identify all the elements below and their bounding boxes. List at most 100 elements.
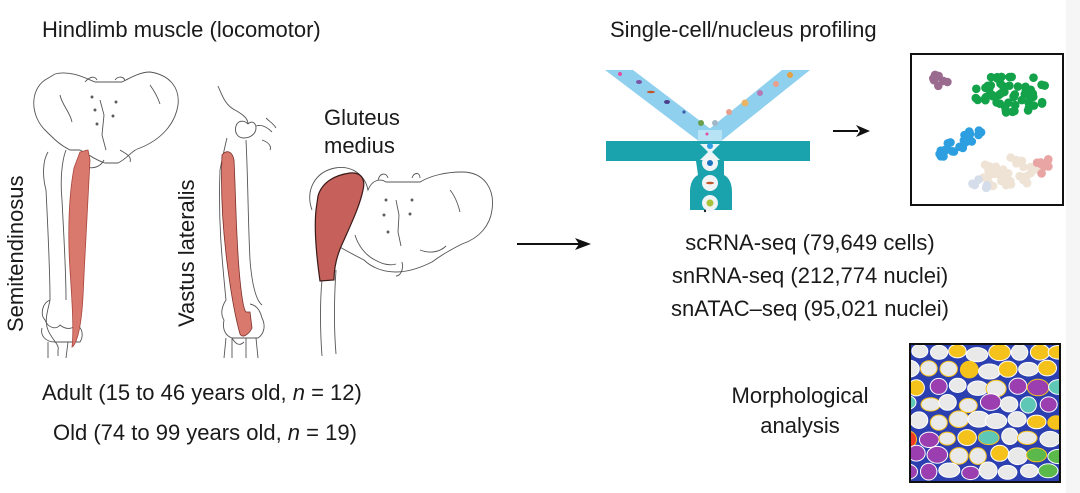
cluster-green-dot <box>1037 80 1046 90</box>
vastus-lateralis-muscle <box>221 151 253 337</box>
muscle-fiber-cell <box>957 429 977 447</box>
muscle-fiber-cell <box>1010 345 1029 361</box>
cohort-old-text: Old (74 to 99 years old, <box>53 420 288 445</box>
cluster-green-dot <box>981 92 991 102</box>
cluster-blue-dot <box>965 129 975 139</box>
assay-snatac-seq: snATAC–seq (95,021 nuclei) <box>671 296 949 321</box>
cluster-green-dot <box>1021 82 1030 92</box>
muscle-fiber-cell <box>978 363 1001 380</box>
muscle-fiber-cell <box>978 461 998 480</box>
muscle-fiber-cell <box>984 413 1008 429</box>
muscle-fiber-cell <box>938 431 956 446</box>
muscle-fiber-cell <box>997 464 1018 480</box>
cluster-green-dot <box>1026 93 1036 102</box>
cluster-purple-dot <box>931 73 940 83</box>
cluster-blue-dot <box>935 149 944 159</box>
muscle-fiber-cell <box>1007 447 1029 466</box>
muscle-fiber-cell <box>948 345 967 359</box>
label-gluteus-medius: Gluteus medius <box>324 104 400 160</box>
cluster-blue-dot <box>974 130 983 140</box>
right-inlet-channel <box>708 70 810 142</box>
muscle-fiber-cell <box>1026 378 1050 397</box>
muscle-fiber-cell <box>1047 415 1059 430</box>
cohort-adult: Adult (15 to 46 years old, n = 12) <box>42 378 362 408</box>
muscle-fiber-cell <box>939 360 958 377</box>
muscle-fiber-cell <box>1047 345 1059 360</box>
cluster-beige-dot <box>984 162 994 171</box>
cluster-pink-dot <box>1037 169 1046 178</box>
cluster-green-dot <box>1005 81 1014 90</box>
assay-list: scRNA-seq (79,649 cells) snRNA-seq (212,… <box>620 226 1000 325</box>
assay-snrna-seq: snRNA-seq (212,774 nuclei) <box>671 263 949 288</box>
cluster-beige-dot <box>1006 153 1015 162</box>
arrow-right-icon <box>517 238 591 250</box>
cluster-beige-dot <box>1019 173 1029 182</box>
muscle-fiber-cell <box>948 410 970 428</box>
muscle-fiber-cell <box>959 360 979 379</box>
cluster-blue-dot <box>946 138 955 147</box>
muscle-fiber-cell <box>949 447 969 465</box>
muscle-fiber-cell <box>911 463 918 480</box>
cluster-green-dot <box>972 84 981 94</box>
cluster-green-dot <box>1013 82 1023 91</box>
muscle-fiber-cell <box>1001 427 1019 446</box>
muscle-fiber-cell <box>938 462 961 478</box>
muscle-fiber-cell <box>1047 448 1059 465</box>
muscle-fiber-cell <box>1037 463 1059 479</box>
muscle-fiber-cell <box>938 394 957 411</box>
muscle-fiber-cell <box>911 430 917 448</box>
muscle-fiber-cell <box>1037 359 1057 377</box>
cluster-green-dot <box>1010 90 1020 99</box>
muscle-fiber-cell <box>1018 361 1039 377</box>
assay-scrna-seq: scRNA-seq (79,649 cells) <box>685 230 935 255</box>
morphology-label: Morphological analysis <box>700 381 900 441</box>
cluster-green-dot <box>1010 106 1019 116</box>
muscle-fiber-cell <box>967 380 989 396</box>
muscle-fiber-cell <box>979 393 1002 411</box>
muscle-fiber-cell <box>911 345 929 359</box>
left-inlet-channel <box>605 70 712 142</box>
semitendinosus-illustration <box>33 71 179 359</box>
muscle-fiber-cell <box>1048 379 1059 395</box>
morphology-label-line1: Morphological <box>731 383 869 408</box>
muscle-fiber-cell <box>911 379 925 397</box>
muscle-fiber-cell <box>990 444 1010 462</box>
cluster-green-dot <box>986 72 996 82</box>
cluster-blue-dot <box>948 147 957 156</box>
morphology-label-line2: analysis <box>760 413 840 438</box>
muscle-fiber-cell <box>918 431 940 449</box>
cluster-green-dot <box>983 81 993 91</box>
muscle-fiber-cell <box>1029 345 1051 361</box>
cluster-blue-dot <box>955 142 964 152</box>
semitendinosus-muscle <box>68 149 91 348</box>
muscle-fiber-cell <box>961 465 980 481</box>
muscle-fiber-cell <box>999 396 1019 413</box>
cluster-beige-dot <box>1026 168 1036 178</box>
cluster-beige-dot <box>1015 157 1024 166</box>
page-edge <box>1066 0 1080 493</box>
cluster-beige-dot <box>997 176 1006 186</box>
muscle-fiber-cell <box>1008 377 1028 395</box>
cluster-green-dot <box>997 72 1006 82</box>
muscle-fiber-cell <box>911 395 917 410</box>
vastus-lateralis-illustration <box>217 85 277 359</box>
muscle-fiber-cell <box>911 359 920 378</box>
cluster-green-dot <box>1000 102 1010 111</box>
muscle-fiber-cell <box>920 462 938 481</box>
cluster-green-dot <box>997 88 1006 98</box>
n-symbol: n <box>287 420 301 445</box>
cluster-purple-dot <box>943 77 952 87</box>
cohort-adult-n: = 12) <box>304 380 362 405</box>
muscle-fiber-cell <box>930 345 949 360</box>
cluster-green-dot <box>1005 72 1014 82</box>
muscle-fiber-cell <box>911 444 926 462</box>
cluster-beige-dot <box>998 165 1008 174</box>
muscle-fiber-cell <box>998 360 1018 378</box>
microfluidic-droplet-device-icon <box>605 70 810 213</box>
cluster-green-dot <box>1029 101 1039 110</box>
arrow-right-icon <box>833 125 870 137</box>
muscle-fiber-cell <box>926 445 949 464</box>
muscle-fiber-cell <box>977 430 1000 446</box>
muscle-fiber-cell <box>1039 430 1059 448</box>
cluster-green-dot <box>971 93 981 103</box>
